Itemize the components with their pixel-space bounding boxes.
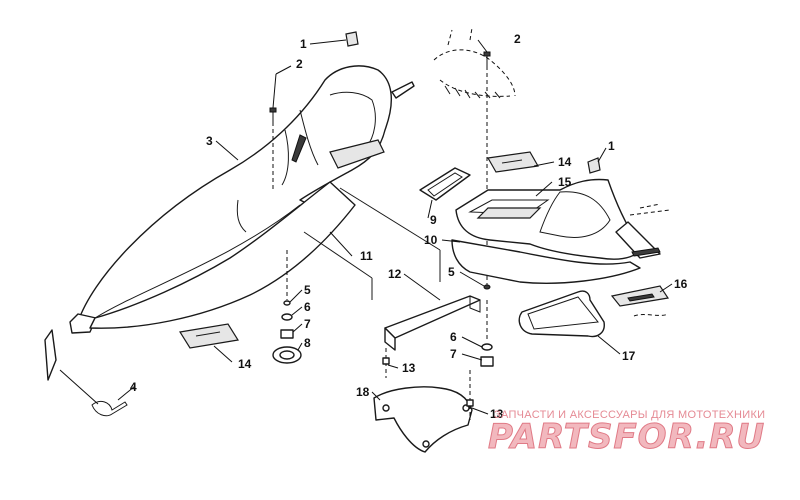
grommet-part-1-top [345, 31, 359, 47]
callout-2-left: 2 [296, 57, 303, 71]
callout-1-right: 1 [608, 139, 615, 153]
callout-14-right: 14 [558, 155, 572, 169]
callout-9: 9 [430, 213, 437, 227]
callout-7-right: 7 [450, 347, 457, 361]
bracket-part-12 [384, 295, 481, 351]
callout-4: 4 [130, 380, 137, 394]
fastener-stack-left [272, 250, 302, 364]
callout-12: 12 [388, 267, 402, 281]
callout-6-left: 6 [304, 300, 311, 314]
callout-13-right: 13 [490, 407, 504, 421]
callout-2-right: 2 [514, 32, 521, 46]
vent-part-9 [419, 167, 471, 201]
callout-13-left: 13 [402, 361, 416, 375]
callout-10: 10 [424, 233, 438, 247]
pin-part-13 [382, 348, 474, 420]
callout-8: 8 [304, 336, 311, 350]
callout-18: 18 [356, 385, 370, 399]
seal-part-17 [518, 290, 605, 338]
pad-part-14-left [179, 323, 239, 349]
callout-15: 15 [558, 175, 572, 189]
belly-pan-part-11 [89, 181, 441, 329]
watermark: ЗАПЧАСТИ И АКСЕССУАРЫ ДЛЯ МОТОТЕХНИКИ PA… [488, 409, 766, 458]
console-part-15 [455, 178, 671, 260]
callout-5-right: 5 [448, 265, 455, 279]
callout-3: 3 [206, 134, 213, 148]
fastener-stack-right [480, 284, 494, 367]
clip-part-4 [44, 329, 128, 417]
callout-labels: 1 2 2 3 4 5 6 7 8 14 11 12 13 18 13 9 10… [130, 32, 688, 421]
callout-7-left: 7 [304, 317, 311, 331]
callout-16: 16 [674, 277, 688, 291]
callout-17: 17 [622, 349, 636, 363]
callout-5-left: 5 [304, 283, 311, 297]
leader-lines [117, 39, 673, 415]
pad-part-14-right [487, 151, 539, 173]
callout-11: 11 [360, 249, 373, 263]
watermark-caption: ЗАПЧАСТИ И АКСЕССУАРЫ ДЛЯ МОТОТЕХНИКИ [494, 409, 765, 421]
grommet-part-1-right [587, 157, 601, 174]
callout-14-left: 14 [238, 357, 252, 371]
callout-1-top: 1 [300, 37, 307, 51]
watermark-logo: PARTSFOR.RU [488, 417, 765, 457]
frame-sketch [433, 27, 516, 99]
splash-guard-part-18 [373, 386, 473, 453]
panel-part-10 [451, 239, 641, 284]
callout-6-right: 6 [450, 330, 457, 344]
